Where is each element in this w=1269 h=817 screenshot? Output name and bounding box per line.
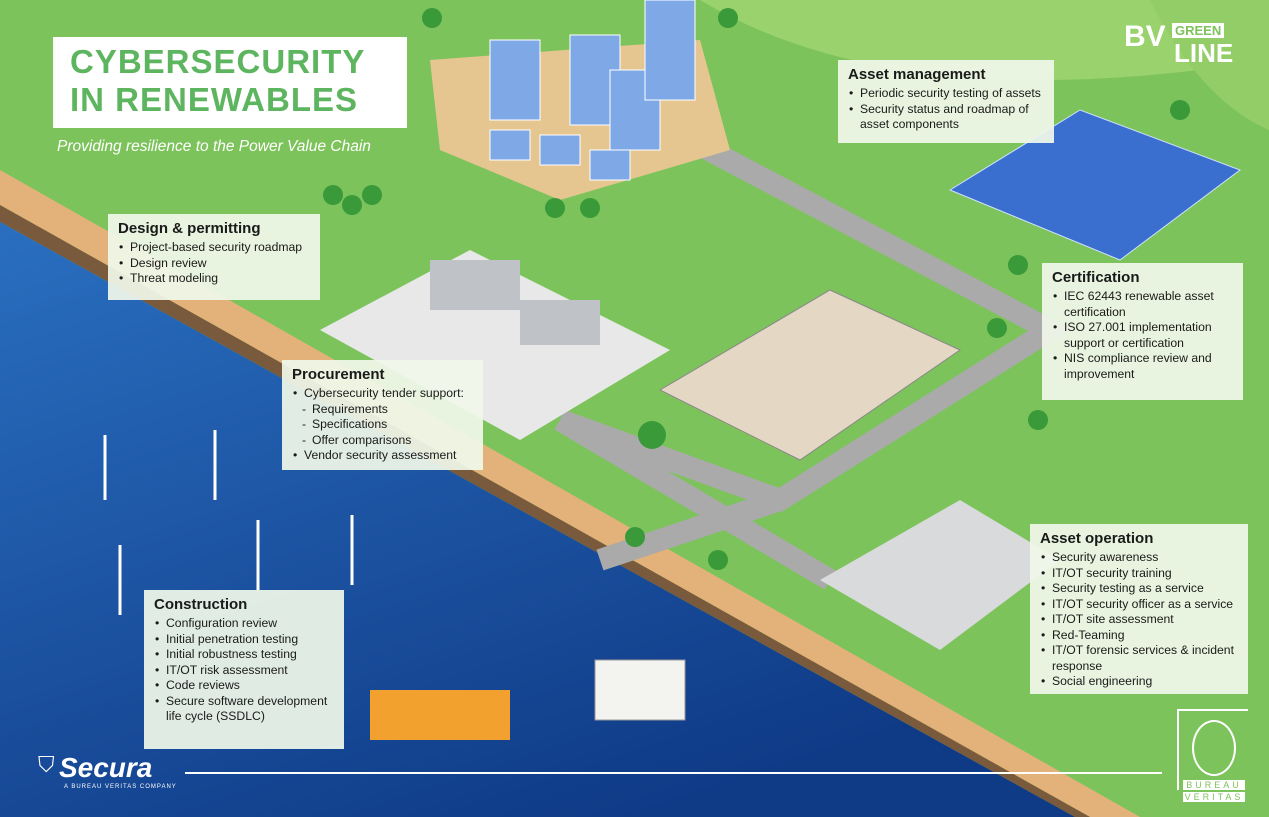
veritas-text: VERITAS	[1183, 792, 1245, 802]
list-item: Project-based security roadmap	[119, 240, 310, 256]
line-text: LINE	[1174, 38, 1234, 68]
section-heading: Construction	[154, 596, 248, 613]
list-item: Secure software development life cycle (…	[155, 694, 334, 725]
list-item: IT/OT security training	[1041, 566, 1238, 582]
list-item: NIS compliance review and improvement	[1053, 351, 1233, 382]
list-item: Red-Teaming	[1041, 628, 1238, 644]
section-heading: Certification	[1052, 269, 1140, 286]
list-item: Social engineering	[1041, 674, 1238, 690]
list-subitem: Specifications	[302, 417, 473, 433]
green-text: GREEN	[1172, 23, 1225, 38]
list-item: IT/OT site assessment	[1041, 612, 1238, 628]
cliff	[0, 205, 1090, 817]
list-item: Design review	[119, 256, 310, 272]
trees	[323, 8, 1190, 570]
secura-tagline: A BUREAU VERITAS COMPANY	[64, 784, 177, 790]
wind-turbines	[103, 430, 354, 615]
list-item: Vendor security assessment	[293, 448, 473, 464]
section-asset-management: Asset management Periodic security testi…	[838, 60, 1054, 143]
list-item: IT/OT security officer as a service	[1041, 597, 1238, 613]
section-construction: Construction Configuration review Initia…	[144, 590, 344, 749]
bureau-veritas-logo: BUREAU VERITAS	[1183, 720, 1245, 802]
section-procurement: Procurement Cybersecurity tender support…	[282, 360, 483, 470]
section-asset-operation: Asset operation Security awareness IT/OT…	[1030, 524, 1248, 694]
list-item: Configuration review	[155, 616, 334, 632]
shield-icon: ⛉	[38, 752, 55, 777]
battery-storage	[820, 500, 1060, 650]
list-subitem: Requirements	[302, 402, 473, 418]
beach	[0, 170, 1140, 817]
logo-frame-line	[1177, 709, 1248, 790]
title-box: CYBERSECURITY IN RENEWABLES	[53, 37, 407, 128]
buildings	[489, 0, 696, 181]
list-item: Security testing as a service	[1041, 581, 1238, 597]
secura-logo: ⛉ Secura A BUREAU VERITAS COMPANY	[38, 752, 177, 790]
roads	[554, 130, 1072, 590]
offshore-platform	[370, 690, 510, 740]
list-item: Security awareness	[1041, 550, 1238, 566]
offshore-substation	[594, 659, 686, 721]
section-certification: Certification IEC 62443 renewable asset …	[1042, 263, 1243, 400]
list-item: IT/OT forensic services & incident respo…	[1041, 643, 1238, 674]
list-item: Cybersecurity tender support:	[293, 386, 473, 402]
list-item: Initial penetration testing	[155, 632, 334, 648]
title-line-1: CYBERSECURITY	[70, 43, 366, 80]
list-item: IT/OT risk assessment	[155, 663, 334, 679]
title-line-2: IN RENEWABLES	[70, 81, 359, 118]
bureau-veritas-seal-icon	[1192, 720, 1236, 776]
list-item: Initial robustness testing	[155, 647, 334, 663]
list-item: Periodic security testing of assets	[849, 86, 1044, 102]
substation-center	[658, 289, 962, 461]
section-heading: Asset management	[848, 66, 986, 83]
list-item: IEC 62443 renewable asset certification	[1053, 289, 1233, 320]
light-hill	[700, 0, 1269, 80]
bureau-text: BUREAU	[1183, 780, 1245, 790]
list-item: ISO 27.001 implementation support or cer…	[1053, 320, 1233, 351]
section-heading: Asset operation	[1040, 530, 1154, 547]
section-heading: Procurement	[292, 366, 385, 383]
list-item: Code reviews	[155, 678, 334, 694]
subtitle: Providing resilience to the Power Value …	[57, 138, 371, 155]
list-item: Threat modeling	[119, 271, 310, 287]
section-design-permitting: Design & permitting Project-based securi…	[108, 214, 320, 300]
list-subitem: Offer comparisons	[302, 433, 473, 449]
secura-name: Secura	[58, 752, 153, 783]
substation-left	[320, 250, 670, 440]
section-heading: Design & permitting	[118, 220, 261, 237]
list-item: Security status and roadmap of asset com…	[849, 102, 1044, 133]
bv-text: BV	[1124, 20, 1166, 53]
